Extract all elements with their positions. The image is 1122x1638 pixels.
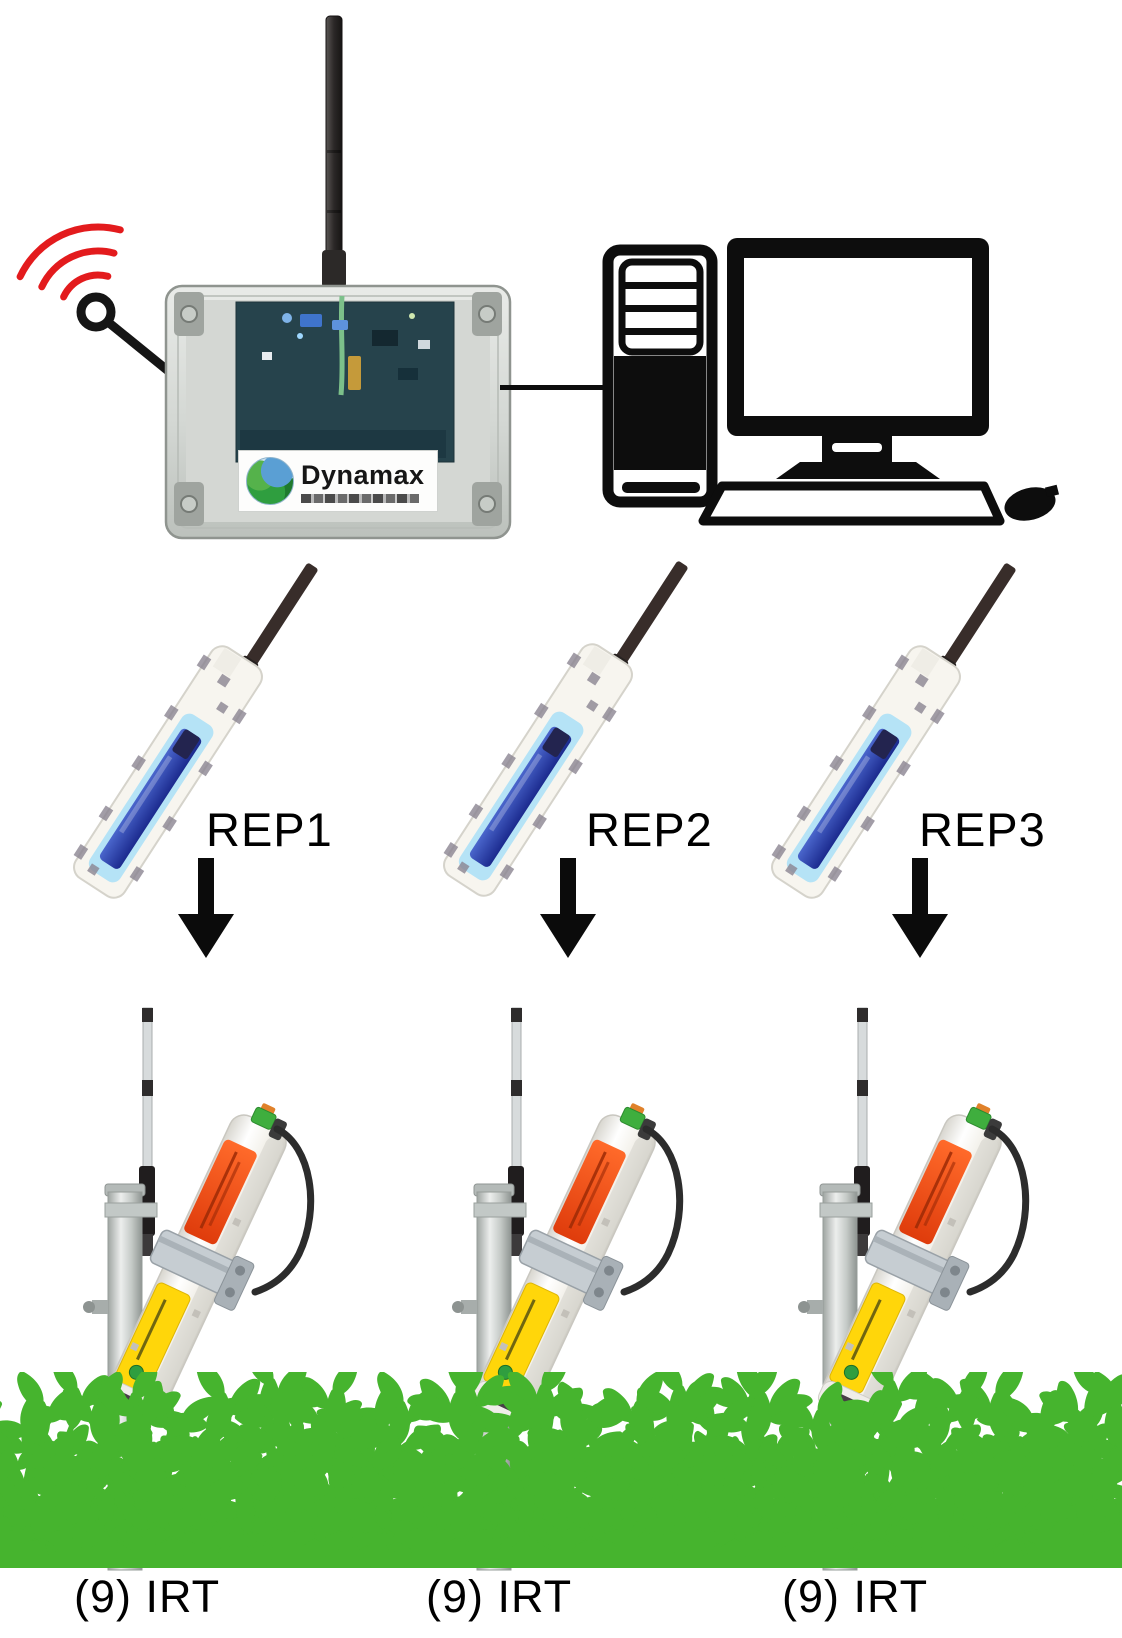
irt-count-label-1: (9) IRT [74, 1571, 221, 1622]
brand-name: Dynamax [301, 459, 425, 490]
corner-screw [174, 292, 502, 526]
brand-tagline-bar [301, 493, 419, 503]
computer-tower [602, 244, 718, 508]
connection-line [500, 385, 612, 390]
repeater-label-1: REP1 [206, 803, 333, 856]
dynamax-label: Dynamax [238, 450, 438, 512]
repeater-label-2: REP2 [586, 803, 713, 856]
wireless-signal-icon [16, 223, 177, 379]
down-arrow-icon-3 [892, 858, 948, 958]
computer-keyboard [698, 481, 1005, 526]
down-arrow-icon-2 [540, 858, 596, 958]
desktop-computer-icon [602, 238, 1060, 526]
computer-mouse [1004, 484, 1060, 521]
irt-count-label-2: (9) IRT [426, 1571, 573, 1622]
circuit-board [235, 295, 455, 463]
computer-monitor [727, 238, 989, 479]
repeater-label-3: REP3 [919, 803, 1046, 856]
irt-count-label-3: (9) IRT [782, 1571, 929, 1622]
enclosure-antenna-icon [322, 15, 346, 289]
dynamax-logo-icon [246, 457, 294, 505]
down-arrow-icon-1 [178, 858, 234, 958]
